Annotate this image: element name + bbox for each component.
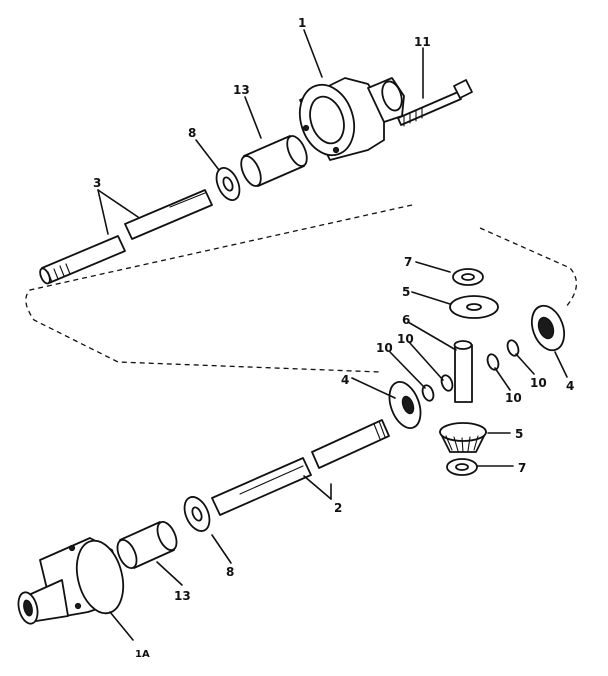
part-2-axle-shafts: [211, 419, 390, 516]
part-7-washer-bottom: [446, 458, 478, 476]
callout-13-top: 13: [233, 83, 250, 97]
callout-8-bottom: 8: [226, 565, 234, 579]
callout-6: 6: [402, 313, 410, 327]
callout-13-bottom: 13: [174, 589, 191, 603]
part-5-thrust-washer-top: [449, 295, 499, 319]
part-5-pinion-gear-bottom: [439, 422, 487, 453]
part-3-shaft-pair: [39, 189, 213, 285]
callout-7-bottom: 7: [518, 461, 526, 475]
callout-1: 1: [298, 16, 306, 30]
part-8-washer-bottom: [183, 496, 211, 532]
callout-5-bottom: 5: [515, 427, 523, 441]
part-4-gear-right: [530, 304, 566, 352]
callout-5-top: 5: [402, 285, 410, 299]
part-7-washer-top: [452, 268, 484, 286]
callout-8-top: 8: [188, 126, 196, 140]
part-11-bolt: [397, 79, 473, 127]
part-1-housing: [298, 77, 405, 161]
callout-11: 11: [414, 35, 431, 49]
callout-7-top: 7: [404, 255, 412, 269]
callout-10-a: 10: [397, 332, 414, 346]
callout-4-left: 4: [341, 373, 349, 387]
callout-2: 2: [334, 501, 342, 515]
callout-10-c: 10: [505, 391, 522, 405]
callout-10-d: 10: [530, 376, 547, 390]
callout-labels: 1 11 13 8 3 7 5 6 10 10 4 10 10 4 5 7 2 …: [93, 16, 574, 660]
part-13-bushing-top: [240, 135, 308, 187]
callout-4-right: 4: [566, 379, 574, 393]
callout-1a: 1A: [135, 649, 150, 660]
part-13-bushing-bottom: [116, 521, 178, 569]
part-8-washer-top: [215, 167, 241, 201]
part-4-gear-left: [388, 381, 422, 429]
leader-lines: [97, 29, 568, 641]
part-6-cross-pin: [453, 340, 473, 403]
part-1a-housing: [17, 537, 125, 625]
callout-3: 3: [93, 176, 101, 190]
dashed-assembly-boundary: [25, 204, 577, 373]
callout-10-b: 10: [376, 341, 393, 355]
